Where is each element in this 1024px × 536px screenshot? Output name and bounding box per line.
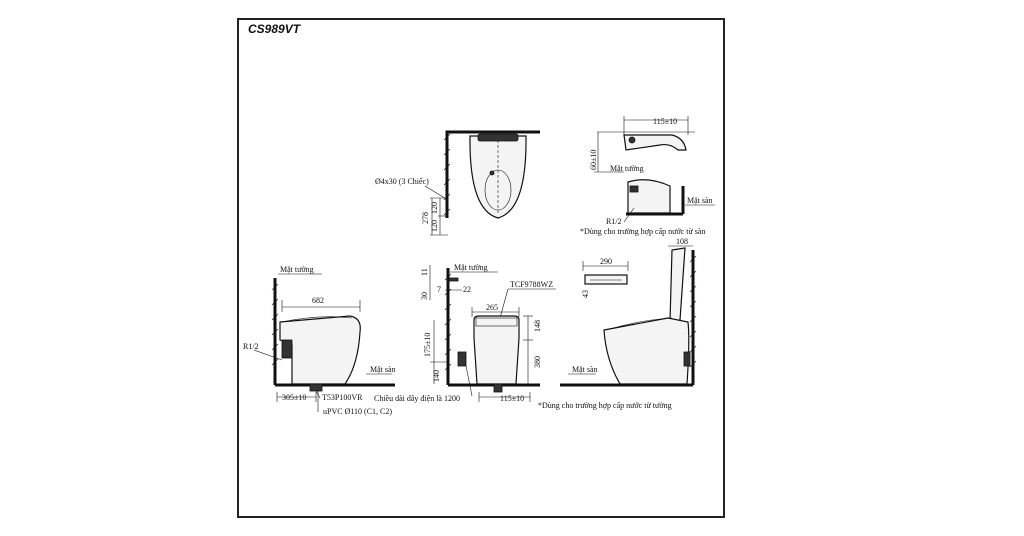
dim-22: 22 xyxy=(463,285,471,294)
remote-control xyxy=(584,274,628,285)
screws-leader xyxy=(424,185,449,201)
dim-278: 278 xyxy=(421,212,430,224)
r12-label-2: R1/2 xyxy=(606,217,622,226)
dim-148: 148 xyxy=(533,320,542,332)
top-view-wall xyxy=(445,130,540,218)
floor-label-2: Mặt sàn xyxy=(572,365,598,374)
open-lid-elevation: 290 43 108 Mặt sàn *Dùng cho trường hợp … xyxy=(538,237,697,410)
top-view-wall-hatch xyxy=(443,133,451,216)
remote-model: TCF9788WZ xyxy=(510,280,553,289)
floor-supply-fitting xyxy=(629,185,639,193)
dim-120-b: 120 xyxy=(430,220,439,232)
front-elevation: Mặt tường 11 30 22 7 TCF9788WZ 265 148 3… xyxy=(374,263,556,403)
top-view: 278 120 120 Ø4x30 (3 Chiếc) xyxy=(375,130,540,236)
dim-30: 30 xyxy=(420,292,429,300)
dim-305: 305±10 xyxy=(282,393,306,402)
note-wall-supply: *Dùng cho trường hợp cấp nước từ tường xyxy=(538,401,672,410)
dim-120-a: 120 xyxy=(430,202,439,214)
toilet-front-body xyxy=(473,315,520,385)
r12-label-1: R1/2 xyxy=(243,342,259,351)
note-floor-supply: *Dùng cho trường hợp cấp nước từ sàn xyxy=(580,227,705,236)
toilet-side-body xyxy=(279,315,361,385)
dim-265: 265 xyxy=(486,303,498,312)
valve-knob xyxy=(628,136,636,144)
dim-7: 7 xyxy=(437,285,441,294)
wall-label-2: Mặt tường xyxy=(454,263,488,272)
toilet-lid xyxy=(281,316,353,323)
wall-label-1: Mặt tường xyxy=(280,265,314,274)
remote-bracket xyxy=(448,277,459,282)
model-title: CS989VT xyxy=(248,22,301,36)
front-supply-pipe xyxy=(457,351,467,367)
front-seat-line xyxy=(475,317,518,327)
side-elevation: Mặt tường 682 R1/2 Mặt sàn 305±10 T53P10… xyxy=(243,265,396,416)
dim-60: 60±10 xyxy=(589,150,598,170)
plan-marker xyxy=(489,170,495,176)
cord-label: Chiều dài dây điện là 1200 xyxy=(374,394,460,403)
supply-detail: 115±10 60±10 Mặt tường Mặt sàn R1/2 *Dùn… xyxy=(580,116,715,236)
open-lid xyxy=(669,247,686,323)
drawing-frame xyxy=(237,18,725,518)
side-flange xyxy=(309,383,323,392)
pipe-label: uPVC Ø110 (C1, C2) xyxy=(323,407,392,416)
dim-175: 175±10 xyxy=(423,333,432,357)
dim-682: 682 xyxy=(312,296,324,305)
floor-label-1: Mặt sàn xyxy=(370,365,396,374)
front-flange xyxy=(493,383,503,393)
dim-43: 43 xyxy=(581,290,590,298)
dim-115-bottom: 115±10 xyxy=(500,394,524,403)
plan-tank-cap xyxy=(477,133,519,142)
dim-290: 290 xyxy=(600,257,612,266)
dim-380: 380 xyxy=(533,356,542,368)
side-supply-pipe xyxy=(281,339,293,359)
floor-supply-body xyxy=(627,179,671,214)
dim-140: 140 xyxy=(432,370,441,382)
toilet-open-body xyxy=(603,317,690,385)
open-seat-line xyxy=(605,317,673,331)
dim-11: 11 xyxy=(420,268,429,276)
wall-label-3: Mặt tường xyxy=(610,164,644,173)
right-supply-pipe xyxy=(683,351,691,367)
floor-label-3: Mặt sàn xyxy=(687,196,713,205)
dim-108: 108 xyxy=(676,237,688,246)
flange-model: T53P100VR xyxy=(322,393,363,402)
screws-label: Ø4x30 (3 Chiếc) xyxy=(375,177,429,186)
dim-115-top: 115±10 xyxy=(653,117,677,126)
valve-body xyxy=(623,134,687,151)
